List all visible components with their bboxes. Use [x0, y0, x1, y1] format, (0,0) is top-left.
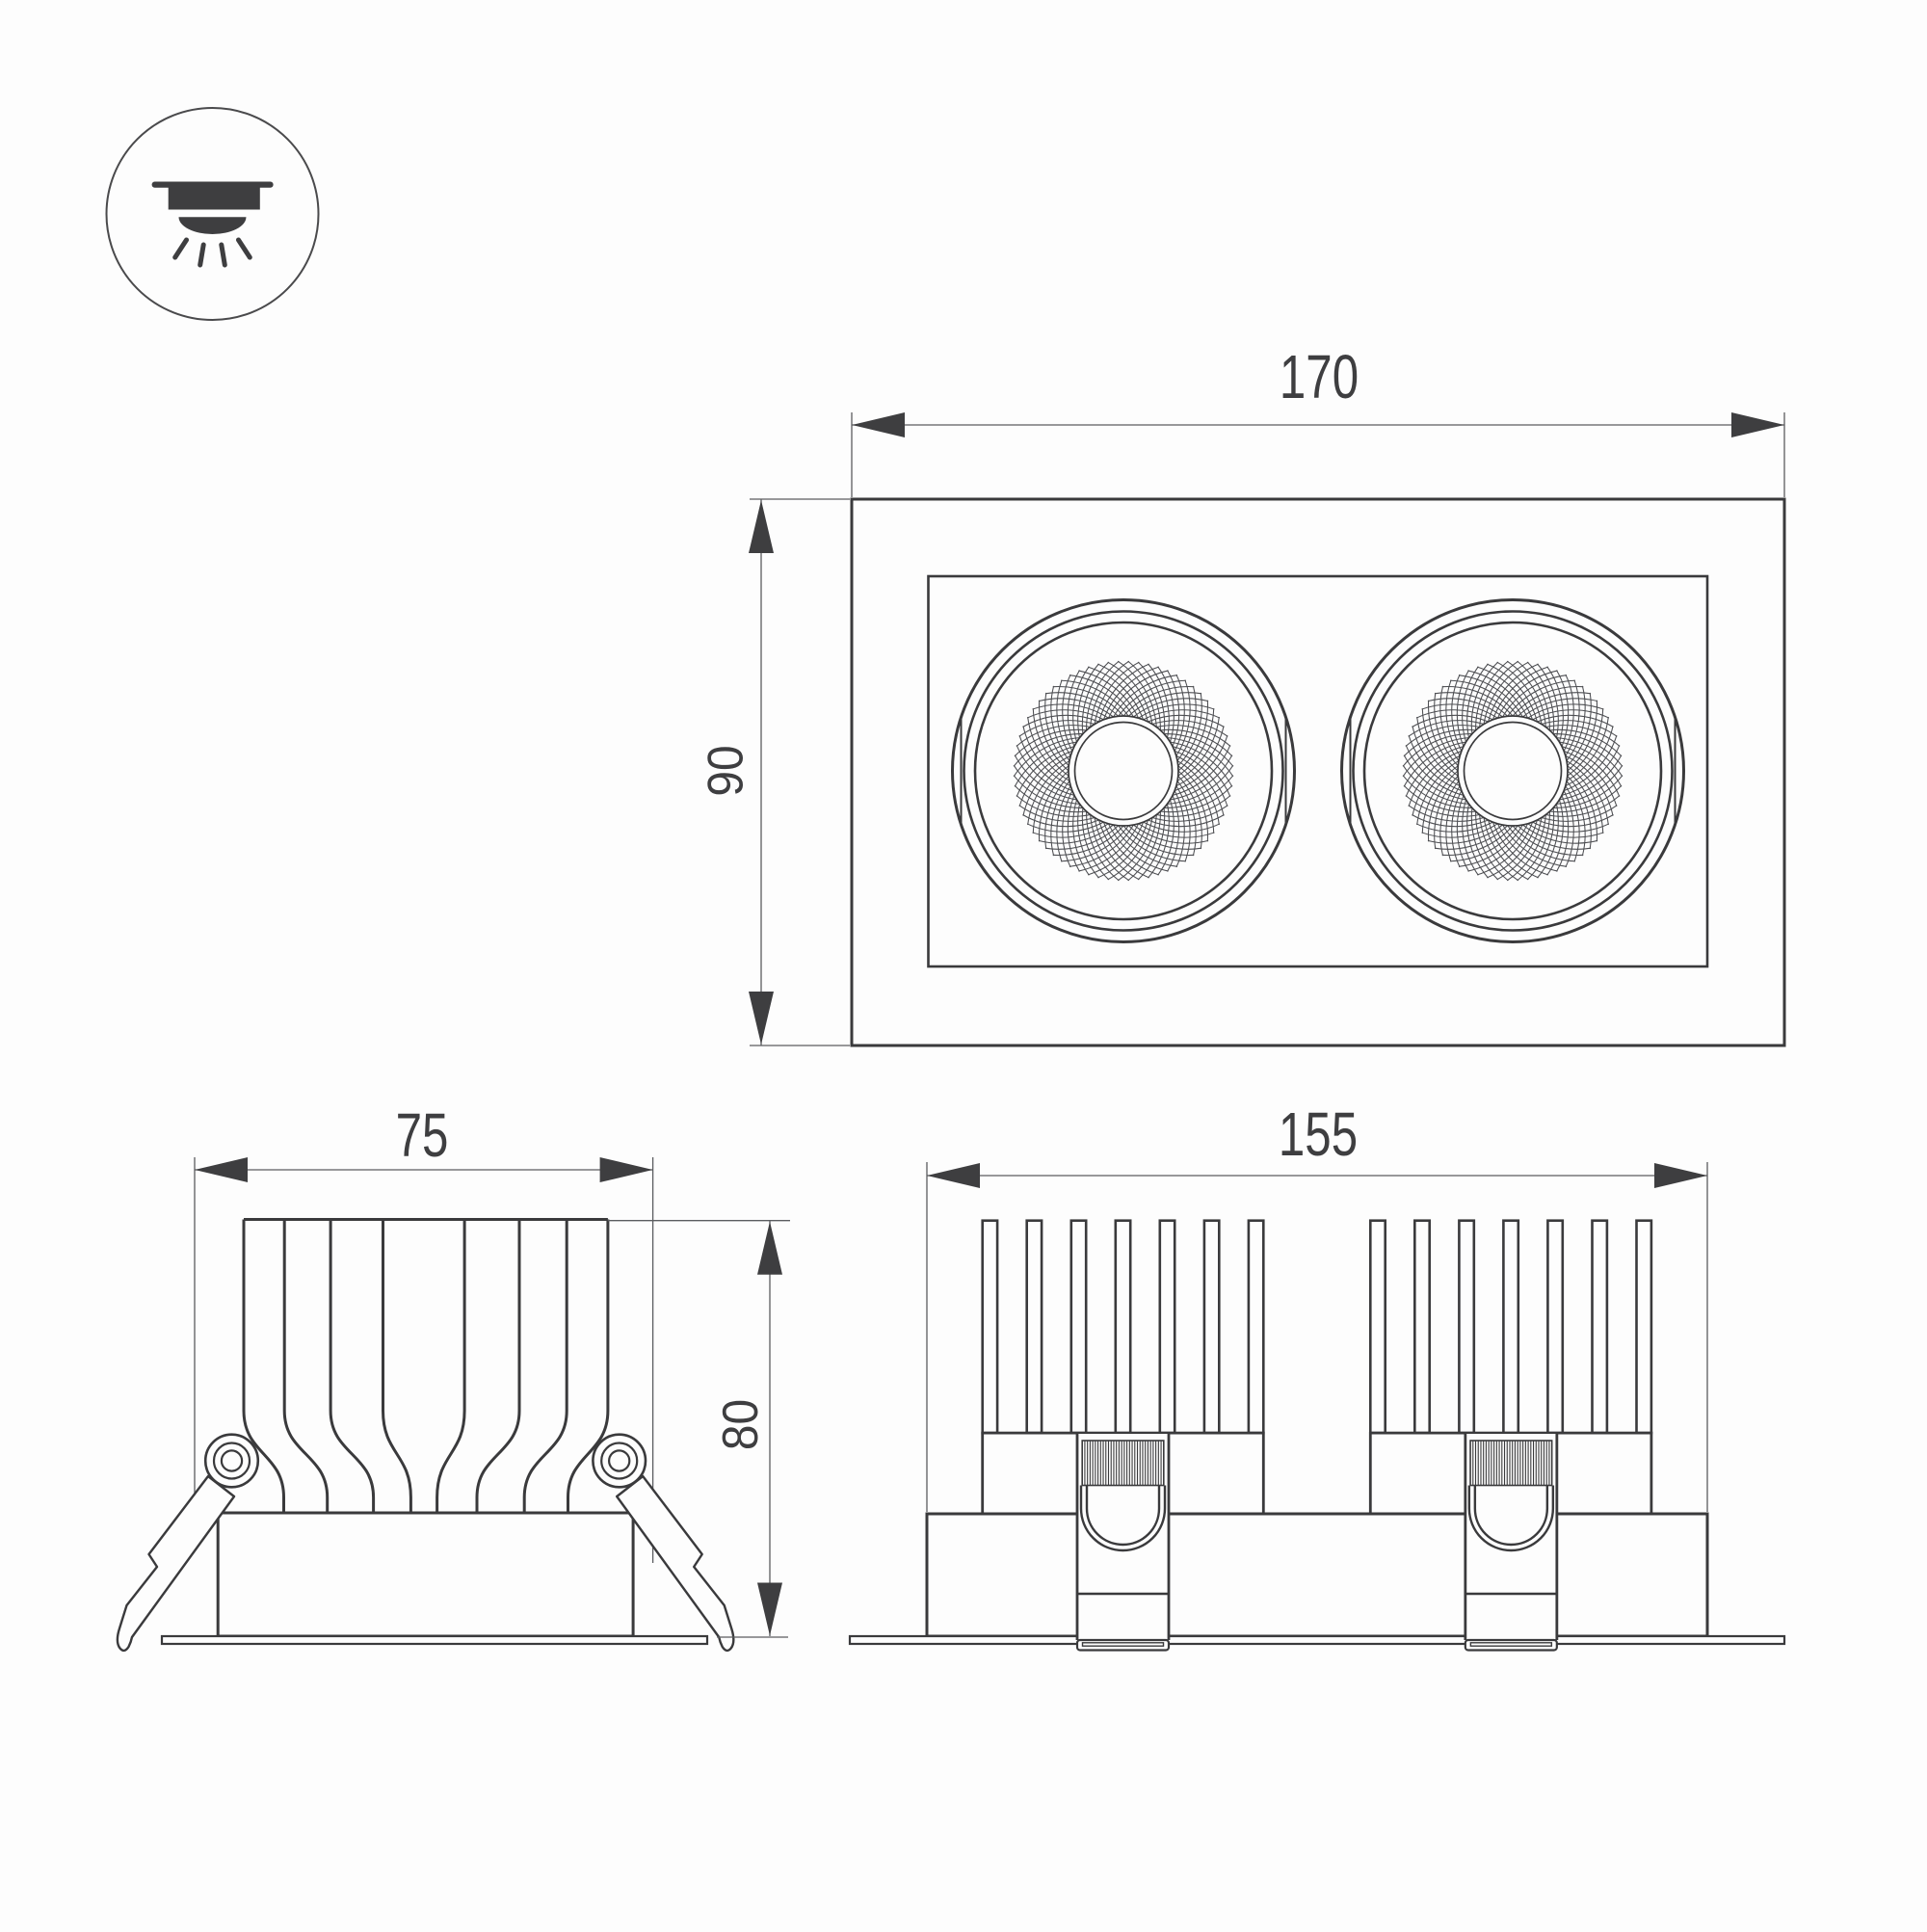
svg-text:80: 80 [712, 1399, 768, 1450]
svg-text:170: 170 [1280, 343, 1359, 412]
svg-text:75: 75 [396, 1101, 449, 1171]
svg-text:155: 155 [1279, 1100, 1358, 1170]
svg-text:90: 90 [698, 745, 753, 796]
